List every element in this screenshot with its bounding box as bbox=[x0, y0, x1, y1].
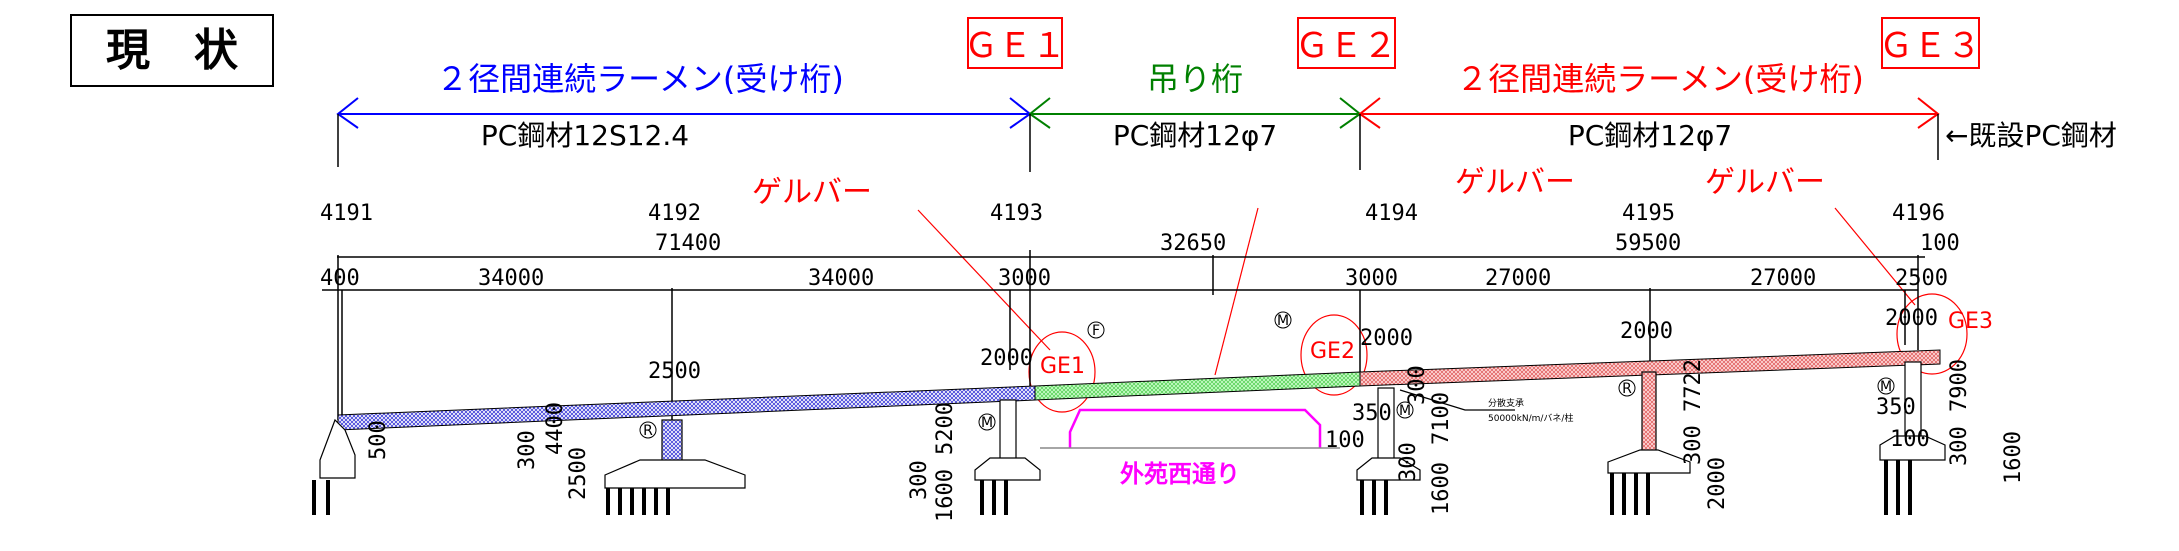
bearing-mark: M bbox=[981, 415, 993, 431]
segment-1-name: ２径間連続ラーメン(受け桁) bbox=[436, 60, 844, 98]
existing-tendon-note: ←既設PC鋼材 bbox=[1945, 119, 2117, 152]
ge3-circle-label: GE3 bbox=[1948, 309, 1993, 334]
dim-span-27000-b: 27000 bbox=[1750, 266, 1816, 291]
dim-overall-59500: 59500 bbox=[1615, 231, 1681, 256]
gerber-leader-2 bbox=[1214, 207, 1259, 376]
dim-span-400: 400 bbox=[320, 266, 360, 291]
pier-4194: 4194 bbox=[1365, 201, 1418, 226]
ge3-box bbox=[1881, 17, 1980, 69]
dim-pier-width-4193: 2000 bbox=[980, 346, 1033, 371]
road-clearance-outline bbox=[1068, 408, 1322, 448]
dim-span-34000-a: 34000 bbox=[478, 266, 544, 291]
ge2-circle-label: GE2 bbox=[1310, 339, 1355, 364]
bearing-mark: M bbox=[1880, 379, 1892, 395]
dim-pier-width-4195: 2000 bbox=[1620, 319, 1673, 344]
segment-1-tendon: PC鋼材12S12.4 bbox=[481, 119, 689, 152]
dim-4193-5200: 5200 bbox=[933, 402, 958, 455]
dim-span-34000-b: 34000 bbox=[808, 266, 874, 291]
dim-span-3000-b: 3000 bbox=[1345, 266, 1398, 291]
dim-4194-350: 350 bbox=[1352, 401, 1392, 426]
footing-4192 bbox=[604, 459, 746, 489]
dim-abutment-500: 500 bbox=[366, 420, 391, 460]
abutment-4191 bbox=[319, 418, 356, 479]
bearing-mark: M bbox=[1399, 403, 1411, 419]
bearing-mark: R bbox=[1622, 381, 1632, 397]
pier-4193: 4193 bbox=[990, 201, 1043, 226]
pier-4192: 4192 bbox=[648, 201, 701, 226]
ge2-label: ＧＥ２ bbox=[1295, 26, 1397, 66]
dim-4196-350: 350 bbox=[1876, 395, 1916, 420]
segment-2-tendon: PC鋼材12φ7 bbox=[1113, 119, 1277, 152]
dimension-lines bbox=[322, 250, 1925, 480]
pier-4191: 4191 bbox=[320, 201, 373, 226]
dim-4194-300b: 300 bbox=[1405, 365, 1430, 405]
bearing-marks: F M R M M R M bbox=[639, 311, 1895, 439]
dim-span-27000-a: 27000 bbox=[1485, 266, 1551, 291]
deck-segment-blue bbox=[337, 385, 1036, 431]
dim-4192-300: 300 bbox=[515, 430, 540, 470]
ge2-circle bbox=[1300, 314, 1368, 396]
dim-overall-71400: 71400 bbox=[655, 231, 721, 256]
bearing-mark: F bbox=[1092, 323, 1100, 339]
ge1-circle bbox=[1028, 331, 1096, 413]
dim-4196-7900: 7900 bbox=[1947, 359, 1972, 412]
dim-4196-1600: 1600 bbox=[2001, 431, 2026, 484]
dim-4195-7722: 7722 bbox=[1681, 359, 1706, 412]
ge1-label: ＧＥ１ bbox=[964, 26, 1066, 66]
bearing-note-type: 分散支承 bbox=[1488, 397, 1524, 409]
dim-4195-2000: 2000 bbox=[1705, 457, 1730, 510]
dim-4194-300a: 300 bbox=[1396, 442, 1421, 482]
bearing-mark: R bbox=[643, 423, 653, 439]
dim-4192-4400: 4400 bbox=[543, 402, 568, 455]
piles bbox=[312, 460, 1912, 515]
footing-4193 bbox=[974, 457, 1041, 481]
dim-4194-1600: 1600 bbox=[1429, 462, 1454, 515]
bearing-note-leader bbox=[1399, 389, 1515, 411]
dim-overall-100: 100 bbox=[1920, 231, 1960, 256]
segment-3-name: ２径間連続ラーメン(受け桁) bbox=[1456, 60, 1864, 98]
dim-pier-width-4192: 2500 bbox=[648, 359, 701, 384]
dim-4193-1600: 1600 bbox=[933, 469, 958, 522]
footing-4194 bbox=[1356, 457, 1421, 481]
dim-4195-300: 300 bbox=[1681, 425, 1706, 465]
bearing-mark: M bbox=[1277, 313, 1289, 329]
footing-4195 bbox=[1607, 449, 1691, 474]
gerber-label-2: ゲルバー bbox=[1455, 165, 1575, 200]
ge1-box bbox=[967, 17, 1063, 69]
ge3-circle bbox=[1896, 293, 1968, 375]
road-label: 外苑西通り bbox=[1120, 460, 1240, 488]
title-box: 現 状 bbox=[70, 14, 274, 87]
pier-column-4195 bbox=[1641, 371, 1657, 463]
segment-boundary-lines bbox=[337, 114, 1939, 172]
ge2-box bbox=[1297, 17, 1396, 69]
gerber-leader-1 bbox=[917, 209, 1051, 351]
gerber-label-1: ゲルバー bbox=[752, 175, 872, 210]
pier-4196: 4196 bbox=[1892, 201, 1945, 226]
substructures bbox=[319, 361, 1946, 489]
ge1-circle-label: GE1 bbox=[1040, 354, 1085, 379]
dim-4196-300: 300 bbox=[1947, 426, 1972, 466]
dim-4196-100: 100 bbox=[1890, 427, 1930, 452]
segment-3-tendon: PC鋼材12φ7 bbox=[1568, 119, 1732, 152]
ge3-label: ＧＥ３ bbox=[1879, 26, 1981, 66]
dim-pier-width-4196: 2000 bbox=[1885, 306, 1938, 331]
dim-pier-width-4194: 2000 bbox=[1360, 326, 1413, 351]
dim-span-2500: 2500 bbox=[1895, 266, 1948, 291]
dim-4192-2500: 2500 bbox=[566, 447, 591, 500]
dim-4194-100: 100 bbox=[1325, 428, 1365, 453]
dim-overall-32650: 32650 bbox=[1160, 231, 1226, 256]
deck-segment-red bbox=[1359, 349, 1941, 387]
pier-4195: 4195 bbox=[1622, 201, 1675, 226]
footing-4196 bbox=[1879, 435, 1946, 461]
bearing-note-value: 50000kN/m/バネ/柱 bbox=[1488, 412, 1573, 424]
title: 現 状 bbox=[106, 25, 239, 76]
dim-4194-7100: 7100 bbox=[1429, 392, 1454, 445]
segment-2-name: 吊り桁 bbox=[1147, 60, 1243, 98]
gerber-label-3: ゲルバー bbox=[1705, 165, 1825, 200]
dim-span-3000-a: 3000 bbox=[998, 266, 1051, 291]
dim-4193-300: 300 bbox=[907, 460, 932, 500]
